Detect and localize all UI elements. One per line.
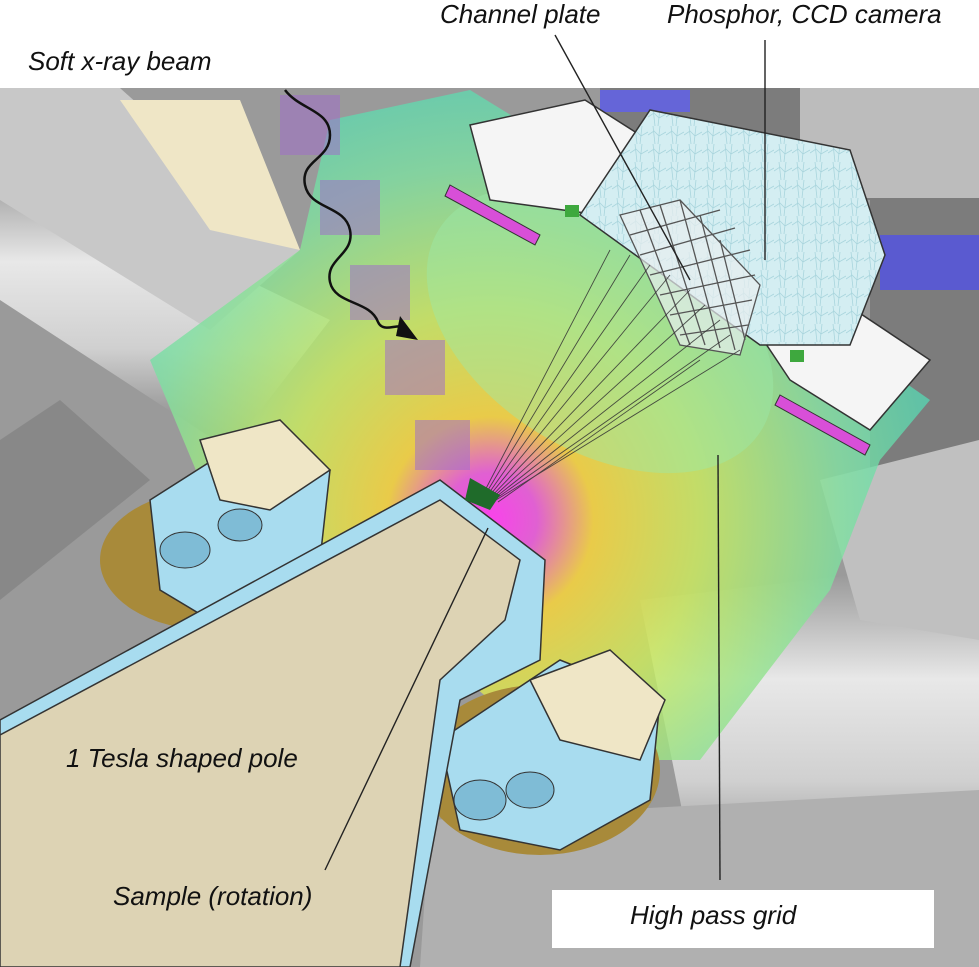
blue-bracket-right	[880, 235, 979, 290]
beam-label: Soft x-ray beam	[28, 46, 212, 76]
phosphor-screen	[578, 109, 886, 346]
magenta-strip-top	[444, 184, 541, 246]
channel-plate-label: Channel plate	[440, 0, 601, 29]
sample	[465, 478, 500, 510]
phosphor-label: Phosphor, CCD camera	[667, 0, 942, 29]
electron-trajectories	[479, 249, 741, 503]
leader-lines	[324, 34, 766, 881]
grid-label-box	[552, 890, 934, 948]
magnetic-field-map	[150, 90, 930, 760]
beam-spots	[280, 95, 470, 470]
magenta-strip-bottom	[774, 394, 871, 456]
flange-lower	[420, 649, 666, 855]
left-shadow	[0, 400, 150, 600]
shaped-pole	[0, 499, 521, 967]
sample-label: Sample (rotation)	[113, 881, 313, 911]
xray-arrow-head	[396, 316, 418, 340]
pole-label: 1 Tesla shaped pole	[66, 743, 298, 773]
beam-tube-upper-left	[0, 88, 300, 330]
blue-bracket-top	[600, 90, 690, 112]
green-marker-bottom	[790, 350, 804, 362]
green-marker-top	[565, 205, 579, 217]
upper-left-bracket	[120, 100, 300, 250]
xray-beam-arrow	[284, 89, 409, 331]
channel-plate-grid	[619, 199, 761, 356]
grid-label: High pass grid	[630, 900, 797, 930]
